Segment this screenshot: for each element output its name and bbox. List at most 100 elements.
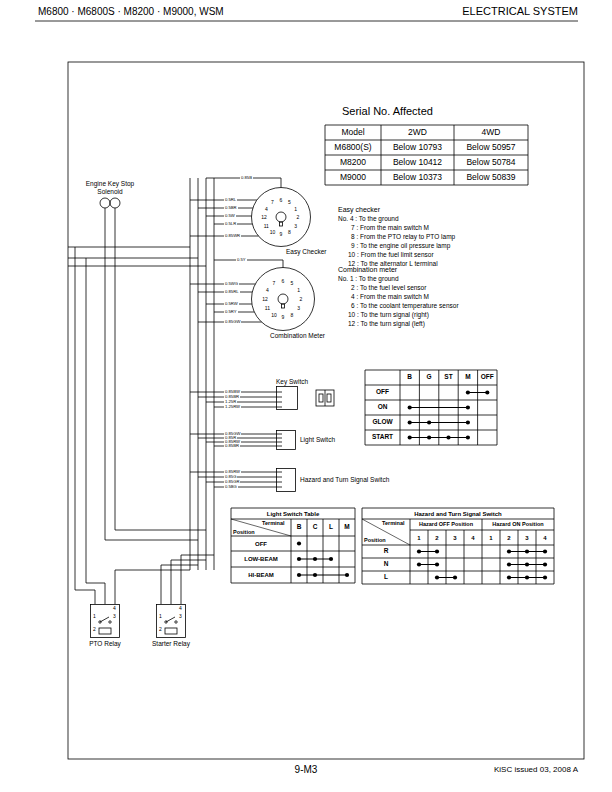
component-label: PTO Relay [89,640,121,648]
component-outline [157,605,186,638]
grid-line [468,392,487,393]
grid-line [518,530,519,584]
socket-key [278,294,288,304]
contact-dot [525,549,529,553]
wire-code: 0.85GW [224,320,241,324]
contact-dot [543,562,547,566]
grid-line [554,508,555,584]
relay-coil [99,628,111,634]
connector-pin [276,434,282,435]
contact-dot [297,541,301,545]
contact-dot [297,557,301,561]
wire-code: 0.5RY [224,310,238,314]
table-cell: Below 50784 [454,155,528,170]
wire [214,260,283,268]
pin-number: 12 [261,215,267,220]
grid-line [419,564,437,565]
grid-line [299,575,347,576]
component-symbol [250,186,312,248]
meter-socket: Easy Checker [250,186,326,256]
socket-key [276,212,286,222]
table-cell: B [400,370,419,385]
table-cell: START [365,430,400,445]
contact-dot [417,562,421,566]
pin-number: 5 [288,200,291,205]
table-cell-text: Below 50784 [466,158,515,167]
grid-line [477,370,478,445]
grid-line [428,530,429,584]
contact-dot [313,557,317,561]
component-label: Light Switch [300,436,335,444]
grid-line [231,567,355,568]
pin-number: 2 [93,627,96,632]
pin-number: 11 [264,223,269,228]
terminal-header: G [427,374,432,381]
pin-number: 3 [113,614,116,619]
table-cell: R [362,545,410,558]
table-cell-text: Below 50839 [466,173,515,182]
relay-contact [109,621,111,623]
pin-number: 2 [159,627,162,632]
table-cell: ST [439,370,458,385]
wire [161,565,198,604]
terminal-header: C [313,524,318,531]
component-outline [276,431,296,450]
table-cell: L [362,571,410,584]
wire-code: 0.5BR [224,206,238,210]
grid-line [325,155,528,156]
wire [115,570,190,604]
note-text: 6 : To the coolant temperature sensor [351,302,459,309]
connector-outline [277,431,296,450]
connector-pin [276,477,282,478]
wire-code: 0.85WR [224,234,241,238]
table-cell: Hazard ON Position [482,519,554,530]
connector-outline [277,469,296,492]
connector-pin [276,407,282,408]
grid-line [339,519,340,583]
connector-pin [276,487,282,488]
wires [35,21,584,759]
pin-number: 6 [280,198,283,203]
table-cell: OFF [365,385,400,400]
grid-line [362,519,410,545]
note-text: 4 : From the main switch M [351,293,429,300]
contact-dot [417,549,421,553]
pin-number: 12 [262,297,268,302]
component-symbol [250,266,316,332]
table-cell-text: Below 10412 [393,158,442,167]
terminal-header: ST [444,374,452,381]
grid-line [497,370,498,445]
relay-switch [166,617,175,622]
table-cell: Model [325,125,381,140]
wire-code: 0.85GR [224,480,240,484]
column-group-header: Hazard OFF Position [419,522,473,528]
position-label: R [384,548,389,555]
pin-number: 9 [282,315,285,320]
table-title: Light Switch Table [267,511,320,517]
meter-socket: Combination Meter [250,266,325,340]
contact-dot [427,420,431,424]
table-cell: 1 [410,530,428,545]
table-cell: 1 [482,530,500,545]
pin-number: 6 [282,279,285,284]
pin-number: 3 [294,223,297,228]
contact-dot [408,405,412,409]
component-label: Engine Key Stop Solenoid [78,180,142,196]
table-cell-text: M8200 [340,158,366,167]
contact-dot [435,549,439,553]
wire [181,555,214,604]
position-label: N [384,561,389,568]
table-cell-text: 2WD [408,128,427,137]
wire-code: 0.85BR [224,395,240,399]
contact-dot [313,573,317,577]
table-cell: OFF [478,370,497,385]
relay-outline [91,605,120,638]
table-cell: M8200 [325,155,381,170]
table-cell: GLOW [365,415,400,430]
diagonal-header: Position [233,529,255,535]
note-text: 9 : To the engine oil pressure lamp [351,242,450,249]
header-rule [35,21,578,22]
wire-code: 1.25R [224,400,237,404]
table-cell: C [307,519,323,536]
